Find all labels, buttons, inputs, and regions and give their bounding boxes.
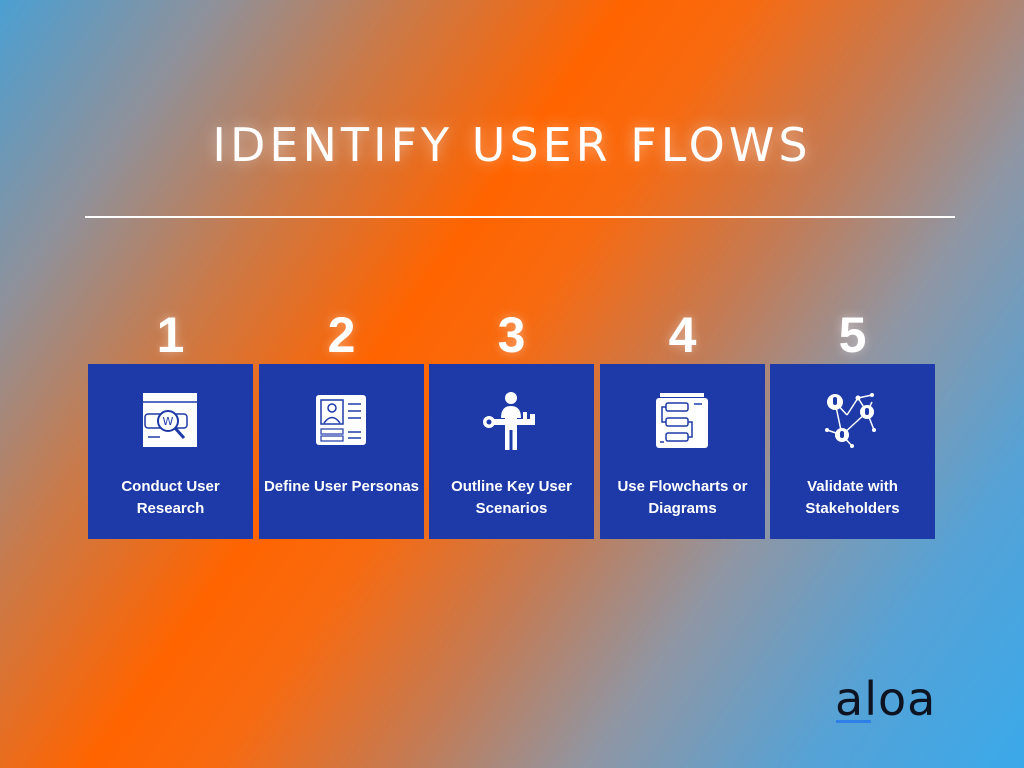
step-card-scenarios: Outline Key User Scenarios bbox=[429, 364, 594, 539]
aloa-logo: aloa bbox=[835, 672, 937, 726]
stakeholder-network-icon bbox=[825, 393, 876, 448]
title-divider bbox=[85, 216, 955, 218]
step-number: 1 bbox=[156, 307, 185, 363]
step-card-research: W Conduct User Research bbox=[88, 364, 253, 539]
step-card-validate: Validate with Stakeholders bbox=[770, 364, 935, 539]
step-number: 3 bbox=[497, 307, 526, 363]
step-label: Conduct User Research bbox=[121, 478, 220, 517]
flowchart-icon bbox=[656, 393, 708, 448]
step-label: Validate with Stakeholders bbox=[805, 478, 900, 517]
user-key-icon bbox=[483, 392, 535, 450]
web-search-icon: W bbox=[143, 393, 197, 447]
step-card-flowcharts: Use Flowcharts or Diagrams bbox=[600, 364, 765, 539]
persona-card-icon bbox=[316, 395, 366, 445]
step-label: Define User Personas bbox=[263, 478, 420, 495]
step-label: Outline Key User Scenarios bbox=[451, 478, 572, 517]
logo-underline bbox=[836, 720, 871, 723]
step-number: 2 bbox=[327, 307, 356, 363]
step-number: 4 bbox=[668, 307, 697, 363]
step-label: Use Flowcharts or Diagrams bbox=[617, 478, 748, 517]
step-card-personas: Define User Personas bbox=[259, 364, 424, 539]
step-number: 5 bbox=[838, 307, 867, 363]
svg-text:W: W bbox=[163, 415, 174, 428]
page-title: IDENTIFY USER FLOWS bbox=[212, 118, 812, 172]
